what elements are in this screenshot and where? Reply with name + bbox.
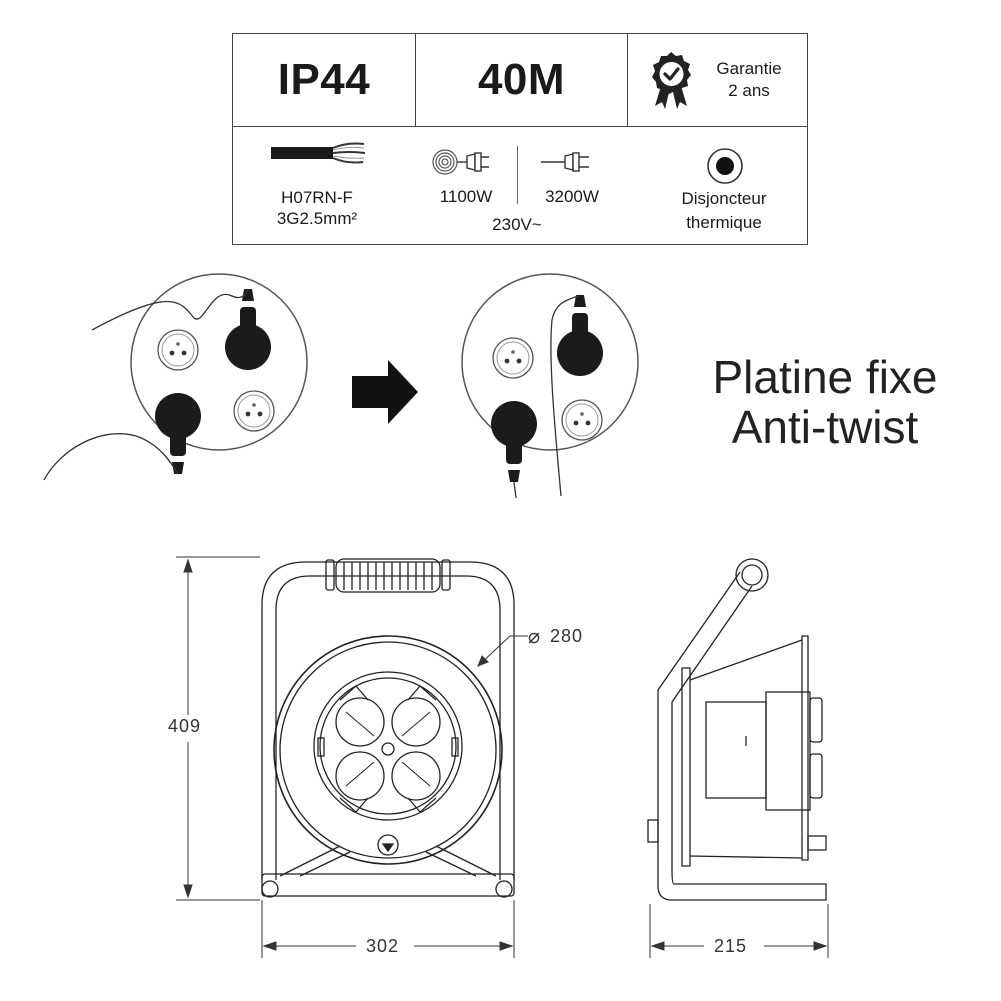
warranty-badge-icon — [647, 50, 695, 110]
anti-twist-reel — [461, 273, 639, 499]
breaker-line2: thermique — [686, 213, 762, 232]
side-view — [647, 558, 827, 901]
power-coiled: 1100W — [439, 187, 493, 206]
coiled-plug-icon — [431, 142, 503, 178]
voltage: 230V~ — [492, 215, 542, 234]
dimension-width: 302 — [366, 936, 400, 956]
cable-type: H07RN-F — [281, 188, 353, 207]
twisted-reel — [43, 273, 308, 481]
power-uncoiled: 3200W — [545, 187, 599, 206]
warranty-line2: 2 ans — [728, 81, 770, 100]
feature-line1: Platine fixe — [712, 351, 938, 403]
front-view — [261, 558, 515, 898]
dimension-depth: 215 — [714, 936, 748, 956]
warranty-line1: Garantie — [716, 59, 782, 78]
breaker-button-icon — [705, 146, 745, 186]
feature-line2: Anti-twist — [731, 401, 919, 453]
ip-rating: IP44 — [277, 55, 371, 104]
dimension-lines — [176, 556, 829, 958]
diameter-icon: ⌀ — [528, 624, 541, 648]
dimension-height: 409 — [168, 716, 202, 736]
feature-title: Platine fixe Anti-twist — [660, 352, 990, 452]
spec-table: IP44 40M Garantie 2 ans H07RN-F 3G2.5mm² — [232, 33, 808, 245]
spec-divider-horizontal — [233, 126, 807, 127]
breaker-line1: Disjoncteur — [681, 189, 767, 208]
spec-divider-1 — [415, 34, 416, 126]
cable-length: 40M — [477, 55, 566, 104]
cable-icon — [269, 138, 369, 168]
arrow-icon — [352, 360, 418, 424]
cable-section: 3G2.5mm² — [276, 209, 358, 228]
uncoiled-plug-icon — [539, 142, 611, 178]
spec-divider-2 — [627, 34, 628, 126]
dimension-diameter: 280 — [550, 626, 584, 646]
power-divider — [517, 146, 518, 204]
